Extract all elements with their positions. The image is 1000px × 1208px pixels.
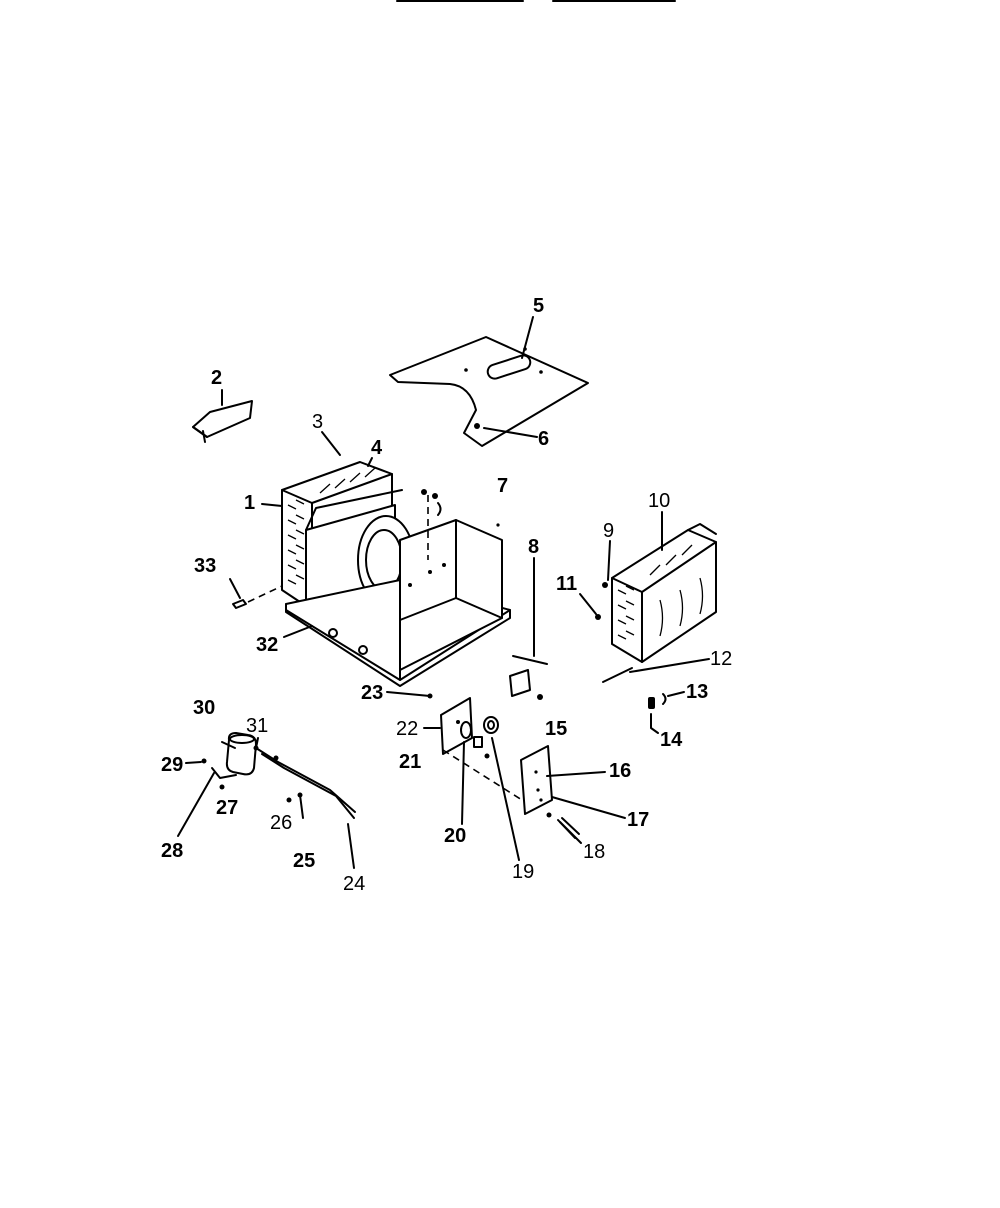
screw-11 xyxy=(595,614,601,620)
callout-32: 32 xyxy=(256,634,278,656)
screw xyxy=(474,423,480,429)
callout-31: 31 xyxy=(246,715,268,737)
callout-10: 10 xyxy=(648,490,670,512)
callout-19: 19 xyxy=(512,861,534,883)
capacitor-strap xyxy=(211,767,237,779)
callout-15: 15 xyxy=(545,718,567,740)
callout-22: 22 xyxy=(396,718,418,740)
callout-18: 18 xyxy=(583,841,605,863)
callout-7: 7 xyxy=(497,475,508,497)
callout-20: 20 xyxy=(444,825,466,847)
callout-4: 4 xyxy=(371,437,383,459)
callout-12: 12 xyxy=(710,648,732,670)
partition-bulkhead xyxy=(399,519,503,671)
callout-21: 21 xyxy=(399,751,421,773)
thermostat xyxy=(460,721,483,748)
grommet xyxy=(648,697,655,709)
callout-13: 13 xyxy=(686,681,708,703)
callout-26: 26 xyxy=(270,812,292,834)
top-cover-panel xyxy=(389,336,589,447)
tube-clamp xyxy=(509,655,548,700)
knob-screw xyxy=(557,817,580,839)
callout-3: 3 xyxy=(312,411,323,433)
screw-29 xyxy=(201,758,207,764)
callout-33: 33 xyxy=(194,555,216,577)
capacitor xyxy=(225,732,257,776)
control-bracket xyxy=(427,693,523,801)
callout-9: 9 xyxy=(603,520,614,542)
callout-11: 11 xyxy=(556,573,577,595)
wire-harness xyxy=(253,745,356,819)
callout-16: 16 xyxy=(609,760,631,782)
callout-5: 5 xyxy=(533,295,544,317)
callout-6: 6 xyxy=(538,428,549,450)
callout-1: 1 xyxy=(244,492,255,514)
callout-30: 30 xyxy=(193,697,215,719)
screw-27 xyxy=(219,784,225,790)
callout-23: 23 xyxy=(361,682,383,704)
motor-hardware xyxy=(421,489,442,560)
selector-switch xyxy=(483,716,499,759)
callout-28: 28 xyxy=(161,840,183,862)
fan-blade-clip xyxy=(232,585,283,609)
callout-29: 29 xyxy=(161,754,183,776)
leader-lines xyxy=(177,316,710,869)
condenser-coil xyxy=(611,523,717,663)
callout-14: 14 xyxy=(660,729,683,751)
drain-rod xyxy=(602,667,633,683)
control-panel xyxy=(520,745,553,818)
screw-25 xyxy=(297,792,304,819)
callout-27: 27 xyxy=(216,797,238,819)
callout-labels: 1 2 3 4 5 6 7 8 9 10 11 12 13 14 15 16 1… xyxy=(161,295,732,895)
screw-9 xyxy=(602,582,608,588)
callout-8: 8 xyxy=(528,536,539,558)
clip xyxy=(662,693,667,705)
callout-2: 2 xyxy=(211,367,222,389)
bracket xyxy=(192,400,253,443)
callout-24: 24 xyxy=(343,873,365,895)
callout-25: 25 xyxy=(293,850,315,872)
callout-17: 17 xyxy=(627,809,649,831)
screw-26 xyxy=(286,797,292,803)
